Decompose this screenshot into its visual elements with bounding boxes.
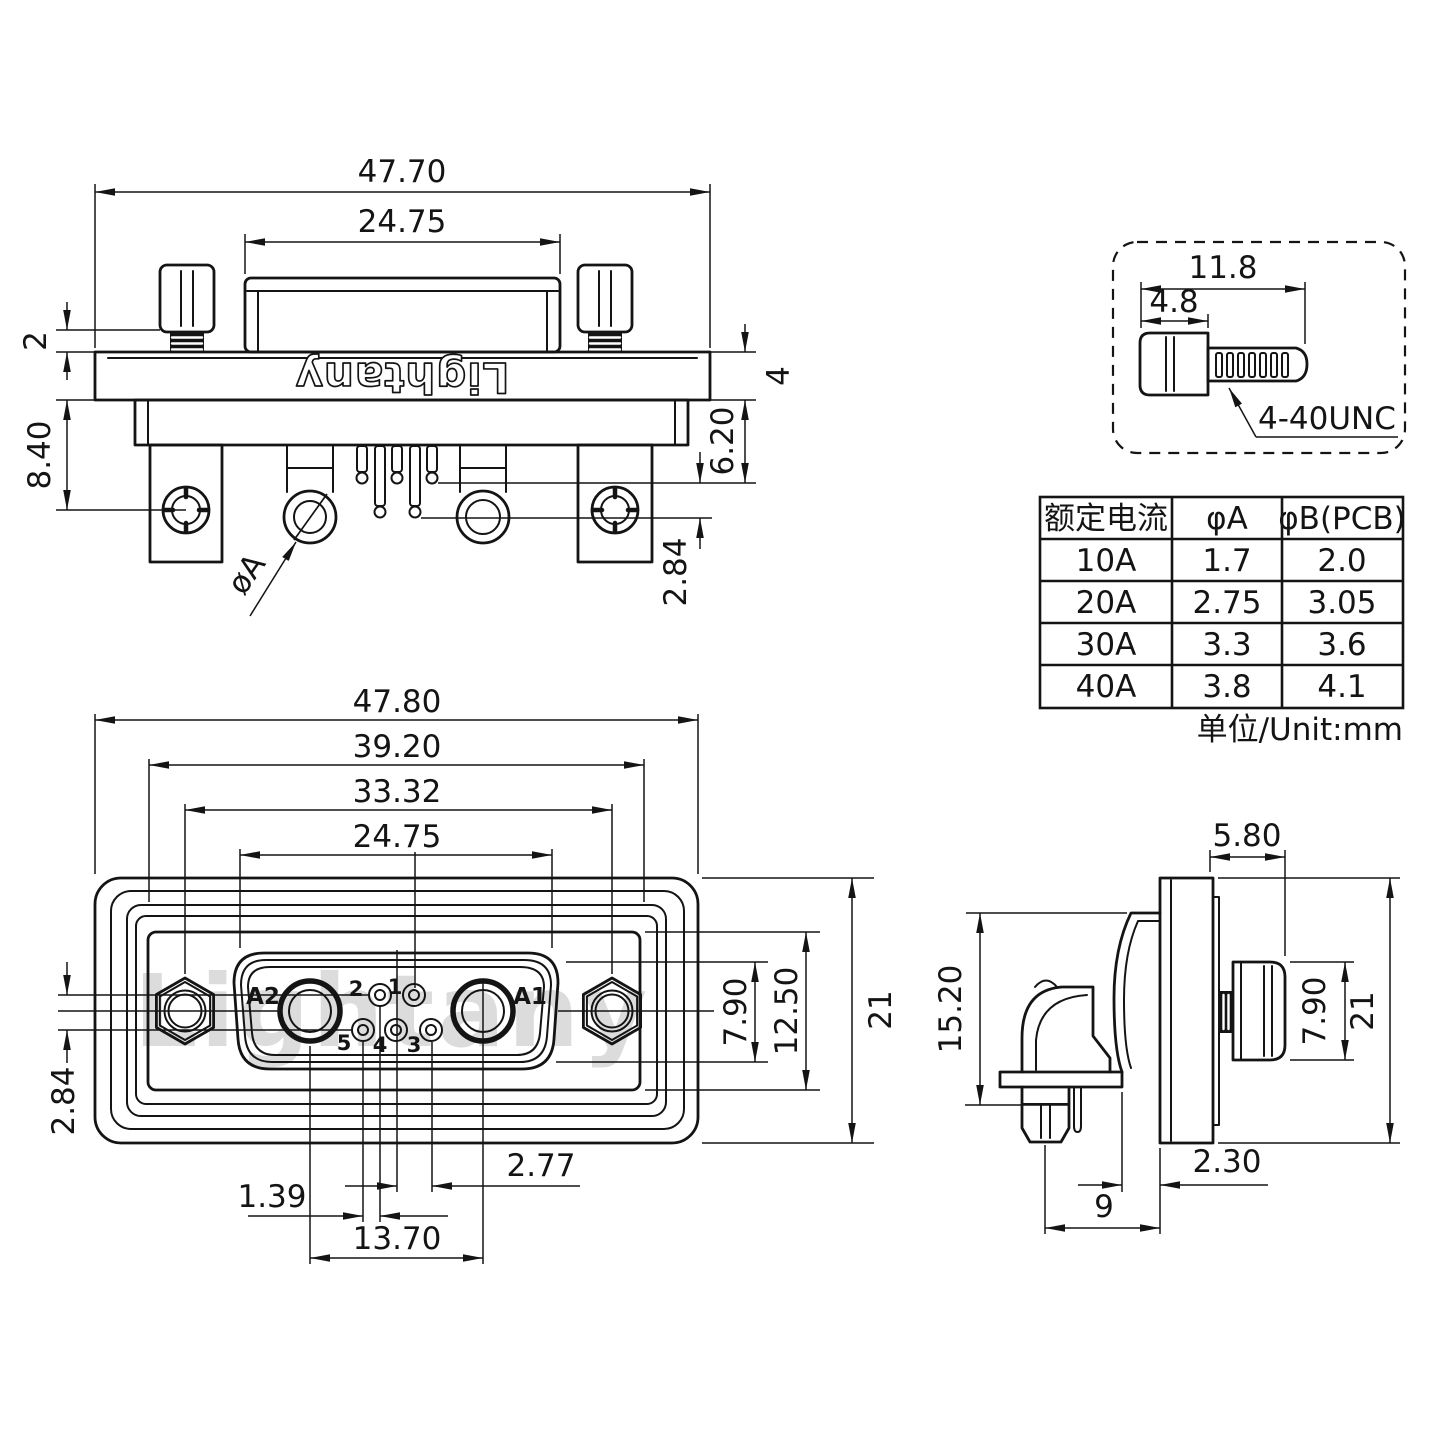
snap-leg xyxy=(1020,1085,1071,1144)
engraved-brand-logo: Lightany xyxy=(295,353,510,402)
dim-front-overall-height: 21 xyxy=(863,990,899,1029)
side-flange-plate xyxy=(1158,876,1215,1145)
side-view-labels: 5.80 15.20 7.90 21 2.30 9 xyxy=(933,818,1381,1225)
dim-front-mount-hole-spacing: 33.32 xyxy=(353,774,442,810)
screw-head xyxy=(1138,331,1210,397)
pin-label-2: 2 xyxy=(349,977,364,1001)
thumbscrew-left xyxy=(158,263,216,334)
pcb-plate xyxy=(998,1070,1124,1089)
top-view-drawing: Lightany xyxy=(93,263,712,564)
back-shell-dome xyxy=(1112,911,1162,1074)
spec-table-grid xyxy=(1038,495,1405,710)
dim-front-insert-width: 24.75 xyxy=(353,819,442,855)
table-cell: 3.8 xyxy=(1202,669,1251,705)
dim-screw-head-length: 4.8 xyxy=(1149,284,1198,320)
pin-label-3: 3 xyxy=(407,1033,422,1057)
pin-label-4: 4 xyxy=(373,1033,388,1057)
table-cell: 30A xyxy=(1076,627,1137,663)
table-cell: 10A xyxy=(1076,543,1137,579)
dim-top-overall-width: 47.70 xyxy=(358,154,447,190)
contact-label-a1: A1 xyxy=(513,984,547,1010)
signal-pins-short xyxy=(355,445,439,485)
dim-front-overall-width: 47.80 xyxy=(353,684,442,720)
table-cell: 40A xyxy=(1076,669,1137,705)
screw-threads xyxy=(1215,352,1289,378)
bracket-left xyxy=(148,443,224,564)
screw-shaft xyxy=(1206,346,1309,383)
rear-body xyxy=(133,398,690,447)
elbow-boot xyxy=(1020,985,1112,1074)
table-cell: 20A xyxy=(1076,585,1137,621)
top-view-dimensions xyxy=(56,184,756,617)
power-contact-barrel-left xyxy=(282,489,338,545)
thread-spec-label: 4-40UNC xyxy=(1258,401,1396,437)
dim-front-pin-pitch: 2.77 xyxy=(506,1148,575,1184)
dim-top-rear-body-depth: 6.20 xyxy=(705,406,741,475)
contact-label-a2: A2 xyxy=(246,984,280,1010)
dim-side-overall-height: 21 xyxy=(1345,991,1381,1030)
dim-top-bracket-drop: 8.40 xyxy=(22,420,58,489)
front-view-dimensions xyxy=(58,714,874,1264)
front-view-labels: 47.80 39.20 33.32 24.75 7.90 12.50 21 2.… xyxy=(46,684,899,1257)
insert-boss xyxy=(232,951,560,1071)
table-header-phi-b: φB(PCB) xyxy=(1278,501,1406,537)
table-cell: 3.6 xyxy=(1317,627,1366,663)
pin-label-1: 1 xyxy=(388,975,403,999)
table-header-phi-a: φA xyxy=(1206,501,1248,537)
dim-screw-overall-length: 11.8 xyxy=(1188,250,1257,286)
detail-boundary-box xyxy=(1111,240,1407,455)
table-cell: 3.3 xyxy=(1202,627,1251,663)
dim-front-insert-height: 7.90 xyxy=(718,977,754,1046)
dim-top-flange-thickness: 4 xyxy=(761,366,797,386)
table-header-current: 额定电流 xyxy=(1044,501,1168,537)
dim-top-pin-row-stagger: 2.84 xyxy=(658,537,694,606)
side-view-dimensions xyxy=(965,850,1400,1234)
screw-detail: 11.8 4.8 4-40UNC xyxy=(1111,240,1407,455)
table-cell: 4.1 xyxy=(1317,669,1366,705)
dim-front-face-height: 12.50 xyxy=(769,967,805,1056)
dim-side-screw-head-height: 7.90 xyxy=(1297,976,1333,1045)
shroud-outline xyxy=(243,276,562,354)
dim-side-body-height: 15.20 xyxy=(933,965,969,1054)
bracket-right xyxy=(576,443,654,564)
side-screw-head xyxy=(1231,960,1287,1062)
power-contact-barrel-right xyxy=(455,489,511,545)
table-cell: 1.7 xyxy=(1202,543,1251,579)
dim-top-shroud-width: 24.75 xyxy=(358,204,447,240)
screw-dimensions xyxy=(1140,282,1398,438)
dim-side-rear-depth: 9 xyxy=(1094,1189,1114,1225)
dim-contact-diameter-label: øA xyxy=(221,547,274,601)
thumbscrew-right xyxy=(576,263,634,334)
signal-pins-long xyxy=(373,445,422,519)
pin-label-5: 5 xyxy=(337,1031,352,1055)
screw-drawing xyxy=(1138,331,1309,397)
table-cell: 2.0 xyxy=(1317,543,1366,579)
dim-top-washer-gap: 2 xyxy=(18,331,54,351)
dim-front-power-contact-spacing: 13.70 xyxy=(353,1221,442,1257)
unit-note: 单位/Unit:mm xyxy=(1197,712,1403,748)
table-cell: 3.05 xyxy=(1307,585,1376,621)
dim-front-pin-row-offset: 1.39 xyxy=(237,1179,306,1215)
spec-table: 额定电流 φA φB(PCB) 10A 1.7 2.0 20A 2.75 3.0… xyxy=(1038,495,1406,748)
pcb-pin xyxy=(1073,1086,1082,1133)
table-cell: 2.75 xyxy=(1192,585,1261,621)
dim-side-plate-to-flange: 2.30 xyxy=(1192,1144,1261,1180)
dim-front-shell-width: 39.20 xyxy=(353,729,442,765)
dim-side-screw-protrusion: 5.80 xyxy=(1212,818,1281,854)
side-view-drawing xyxy=(998,876,1287,1145)
dim-front-pin-row-stagger: 2.84 xyxy=(46,1066,82,1135)
power-contact-a2 xyxy=(277,978,343,1044)
